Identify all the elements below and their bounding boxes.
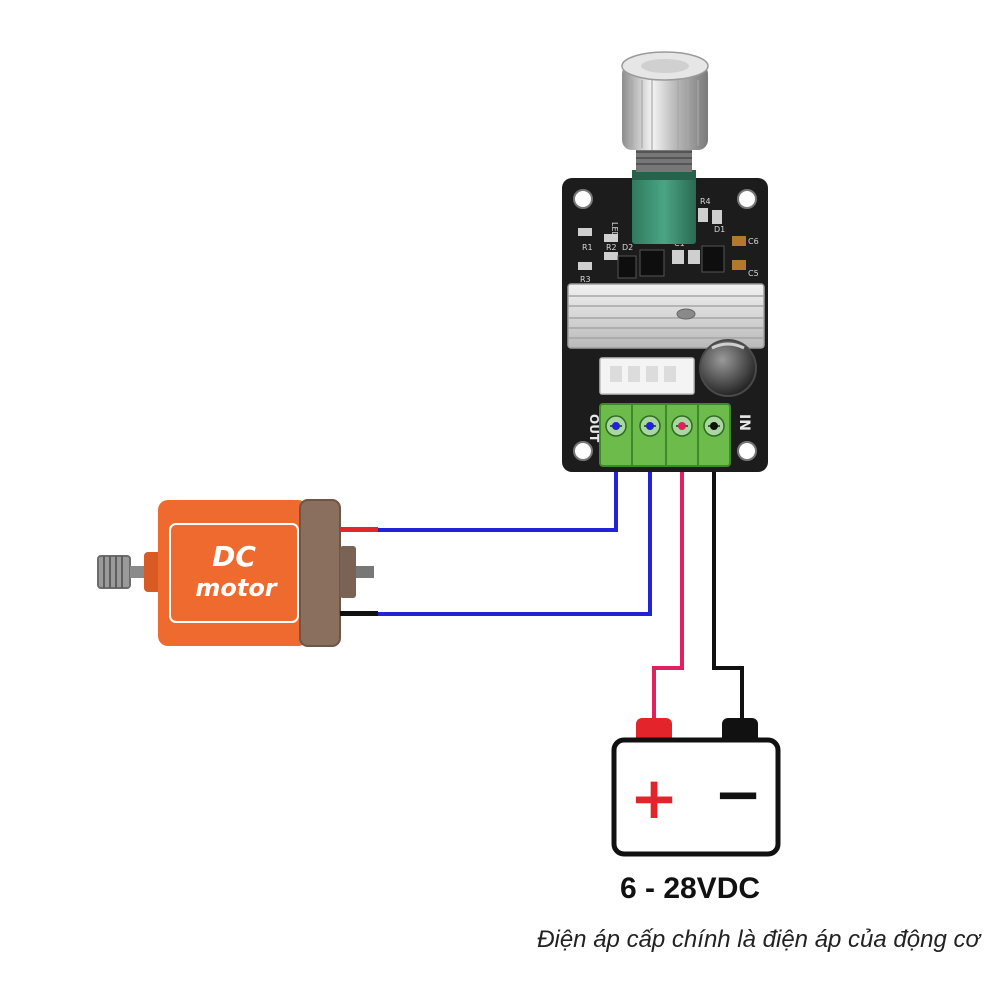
motor-gear <box>97 555 131 589</box>
motor-front-bearing <box>144 552 162 592</box>
smd-components <box>578 208 746 279</box>
motor-terminal-negative <box>340 611 378 616</box>
out-label: OUT <box>587 414 601 443</box>
motor-body <box>158 500 308 646</box>
screw-terminal-block <box>599 403 731 467</box>
dc-motor: DC motor <box>97 499 378 647</box>
mount-hole-top-left <box>573 189 593 209</box>
heatsink <box>567 283 765 349</box>
wire-battery-positive <box>652 426 684 722</box>
motor-rear-hub <box>340 546 356 598</box>
silk-r2: R2 <box>606 243 617 252</box>
bushing-thread <box>636 151 692 165</box>
battery-plus-sign: + <box>630 764 679 832</box>
battery: + − <box>611 718 781 857</box>
silk-c5: C5 <box>748 269 759 278</box>
electrolytic-capacitor <box>699 339 757 397</box>
motor-rear-shaft <box>356 566 374 578</box>
mount-hole-bottom-left <box>573 441 593 461</box>
white-header-connector <box>599 357 695 395</box>
potentiometer-body <box>632 170 696 244</box>
motor-label-motor: motor <box>195 574 278 602</box>
silk-d2: D2 <box>622 243 633 252</box>
silk-d1: D1 <box>714 225 725 234</box>
heatsink-screw <box>676 308 696 320</box>
motor-label-dc: DC <box>212 540 256 573</box>
silk-c6: C6 <box>748 237 759 246</box>
silk-r1: R1 <box>582 243 593 252</box>
silk-r4: R4 <box>700 197 711 206</box>
battery-body <box>611 737 781 857</box>
potentiometer-knob[interactable] <box>621 51 709 150</box>
wire-ends <box>612 422 718 430</box>
pwm-controller-board: LED R1 R2 R3 R4 D1 D2 C1 C5 C6 <box>562 51 768 472</box>
silk-r3: R3 <box>580 275 591 284</box>
mount-hole-top-right <box>737 189 757 209</box>
wire-motor-negative <box>378 426 652 616</box>
in-label: IN <box>736 414 752 431</box>
voltage-note: Điện áp cấp chính là điện áp của động cơ <box>537 926 980 953</box>
motor-shaft <box>130 566 144 578</box>
silk-led: LED <box>610 222 619 238</box>
motor-terminal-positive <box>340 527 378 532</box>
motor-end-cap <box>300 500 340 646</box>
wire-battery-negative <box>712 426 744 722</box>
gear-teeth <box>103 556 123 588</box>
voltage-range-label: 6 - 28VDC <box>619 872 761 905</box>
motor-label-panel <box>169 523 299 623</box>
mount-hole-bottom-right <box>737 441 757 461</box>
battery-minus-sign: − <box>714 760 763 828</box>
